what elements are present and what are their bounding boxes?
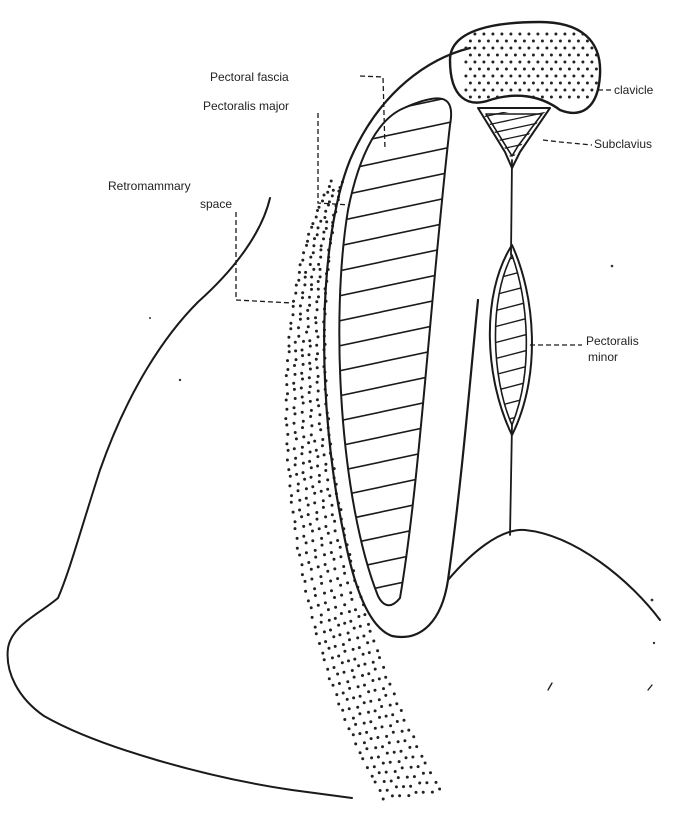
label-pectoralis-minor-line2: minor (588, 350, 618, 364)
clavicle-bone (450, 22, 600, 113)
label-leader-lines (236, 76, 612, 345)
label-pectoralis-major: Pectoralis major (203, 99, 289, 113)
label-subclavius: Subclavius (594, 137, 652, 151)
retromammary-space-stipple (284, 180, 441, 801)
label-retromammary-line1: Retromammary (108, 179, 191, 193)
subclavius-muscle (478, 102, 552, 172)
clavipectoral-fascia (510, 160, 512, 535)
pectoral-fascia-sheath (324, 48, 478, 637)
label-clavicle: clavicle (614, 83, 654, 97)
scan-specks (149, 265, 655, 690)
breast-outline (8, 198, 352, 798)
chest-wall-contour (448, 530, 660, 620)
pectoralis-minor-muscle (486, 245, 540, 441)
label-pectoral-fascia: Pectoral fascia (210, 70, 289, 84)
label-pectoralis-minor-line1: Pectoralis (586, 334, 639, 348)
label-retromammary-line2: space (200, 197, 232, 211)
